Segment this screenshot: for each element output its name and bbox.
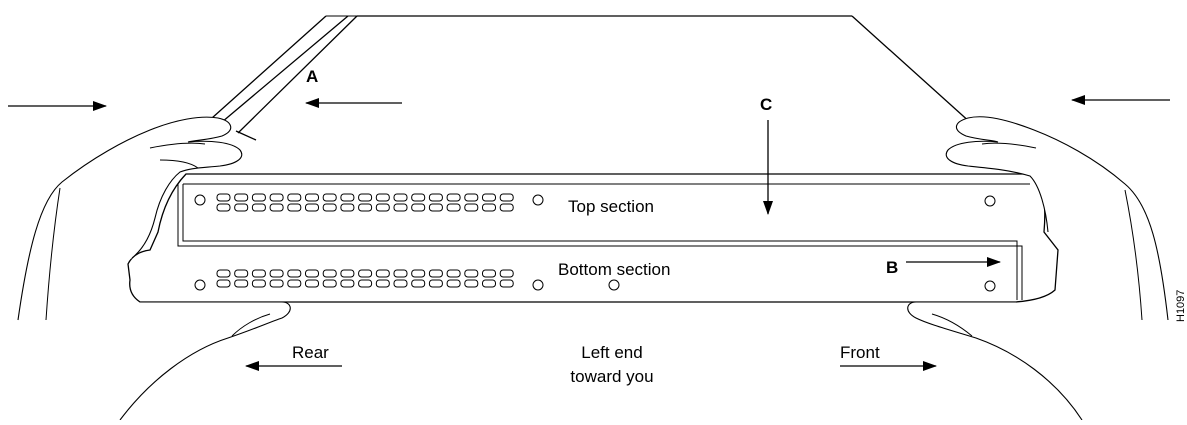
top-vent-grid (216, 193, 514, 212)
vent-slot (446, 203, 461, 212)
callout-c: C (760, 95, 772, 114)
vent-slot (375, 269, 390, 278)
vent-slot (287, 193, 302, 202)
vent-slot (411, 269, 426, 278)
upper-right-hand (945, 116, 1169, 321)
vent-slot (269, 203, 284, 212)
lower-right-hand (907, 301, 1083, 421)
left-end-label-line1: Left end (581, 343, 642, 362)
vent-slot (499, 269, 514, 278)
screw-hole (984, 195, 996, 207)
vent-slot (322, 279, 337, 288)
callout-b: B (886, 258, 898, 277)
vent-slot (482, 279, 496, 288)
top-section-label: Top section (568, 197, 654, 216)
vent-slot (393, 269, 408, 278)
screw-hole (984, 280, 996, 292)
vent-slot (375, 203, 390, 212)
vent-slot (340, 203, 355, 212)
vent-slot (251, 269, 266, 278)
vent-slot (393, 203, 408, 212)
vent-slot (482, 193, 496, 202)
vent-slot (216, 193, 231, 202)
screw-hole (532, 194, 544, 206)
vent-slot (287, 279, 302, 288)
vent-slot (446, 193, 461, 202)
vent-slot (234, 203, 249, 212)
chassis-lid (211, 15, 973, 141)
screw-hole (532, 279, 544, 291)
vent-slot (287, 269, 302, 278)
vent-slot (234, 193, 249, 202)
vent-slot (305, 269, 319, 278)
vent-slot (393, 279, 408, 288)
vent-slot (428, 269, 443, 278)
vent-slot (464, 279, 479, 288)
lower-left-hand (119, 301, 291, 421)
vent-slot (375, 193, 390, 202)
figure-id: H1097 (1175, 290, 1187, 322)
vent-slot (340, 193, 355, 202)
vent-slot (340, 269, 355, 278)
vent-slot (499, 203, 514, 212)
vent-slot (428, 203, 443, 212)
vent-slot (216, 269, 231, 278)
vent-slot (393, 193, 408, 202)
vent-slot (482, 203, 496, 212)
vent-slot (234, 269, 249, 278)
vent-slot (428, 279, 443, 288)
chassis-body (127, 173, 1059, 303)
bottom-vent-grid (216, 269, 514, 288)
upper-left-hand (17, 116, 243, 321)
vent-slot (446, 269, 461, 278)
vent-slot (464, 193, 479, 202)
vent-slot (358, 269, 373, 278)
vent-slot (251, 203, 266, 212)
left-end-label-line2: toward you (570, 367, 653, 386)
vent-slot (322, 269, 337, 278)
vent-slot (358, 279, 373, 288)
vent-slot (216, 203, 231, 212)
vent-slot (269, 193, 284, 202)
screw-hole (194, 194, 206, 206)
screw-hole (608, 279, 620, 291)
screw-hole (194, 279, 206, 291)
vent-slot (375, 279, 390, 288)
vent-slot (305, 279, 319, 288)
front-label: Front (840, 343, 880, 362)
vent-slot (216, 279, 231, 288)
vent-slot (251, 193, 266, 202)
vent-slot (340, 279, 355, 288)
vent-slot (499, 193, 514, 202)
vent-slot (482, 269, 496, 278)
vent-slot (269, 269, 284, 278)
vent-slot (287, 203, 302, 212)
vent-slot (251, 279, 266, 288)
vent-slot (464, 269, 479, 278)
vent-slot (305, 203, 319, 212)
vent-slot (499, 279, 514, 288)
vent-slot (464, 203, 479, 212)
vent-slot (411, 203, 426, 212)
vent-slot (358, 203, 373, 212)
rear-label: Rear (292, 343, 329, 362)
vent-slot (428, 193, 443, 202)
vent-slot (446, 279, 461, 288)
vent-slot (322, 193, 337, 202)
vent-slot (411, 279, 426, 288)
vent-slot (411, 193, 426, 202)
vent-slot (305, 193, 319, 202)
vent-slot (358, 193, 373, 202)
bottom-section-label: Bottom section (558, 260, 670, 279)
callout-a: A (306, 67, 318, 86)
vent-slot (322, 203, 337, 212)
vent-slot (234, 279, 249, 288)
vent-slot (269, 279, 284, 288)
